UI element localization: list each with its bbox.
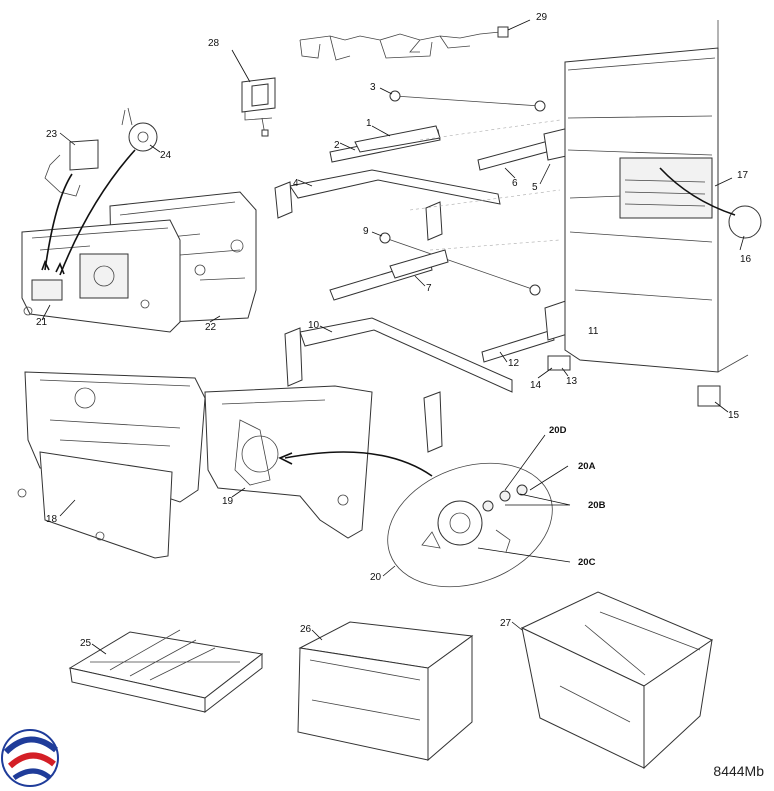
guide-lines — [409, 119, 561, 251]
arrow-head-1 — [41, 260, 50, 271]
label-23: 23 — [46, 129, 58, 140]
part-20-fan-motor-assembly — [382, 434, 571, 588]
label-6: 6 — [512, 178, 518, 189]
label-3: 3 — [370, 82, 376, 93]
arrow-20-to-19 — [284, 451, 433, 477]
part-9-rod-lower — [371, 231, 541, 296]
label-9: 9 — [363, 226, 369, 237]
label-20A: 20A — [578, 461, 596, 472]
part-29-wire-harness — [299, 19, 531, 61]
label-5: 5 — [532, 182, 538, 193]
label-11: 11 — [588, 326, 599, 337]
part-13-14-clip — [537, 355, 571, 379]
part-4-shelf-upper — [274, 169, 501, 241]
label-13: 13 — [566, 376, 578, 387]
label-22: 22 — [205, 322, 217, 333]
label-14: 14 — [530, 380, 542, 391]
label-20C: 20C — [578, 557, 596, 568]
label-21: 21 — [36, 317, 48, 328]
arrow-head-2 — [55, 262, 65, 275]
part-7-rail-lower — [329, 249, 449, 301]
label-7: 7 — [426, 283, 432, 294]
label-18: 18 — [46, 514, 58, 525]
arrow-23-to-21 — [44, 173, 73, 271]
label-29: 29 — [536, 12, 548, 23]
label-16: 16 — [740, 254, 752, 265]
part-28-bracket — [231, 49, 276, 137]
part-10-shelf-lower — [284, 317, 513, 453]
part-26-drawer — [297, 621, 474, 762]
diagram-code: 8444Mb — [713, 763, 764, 779]
part-27-drawer-large — [511, 591, 714, 770]
label-2: 2 — [334, 140, 340, 151]
label-10: 10 — [308, 320, 320, 331]
refrigerator-cabinet — [564, 20, 762, 413]
label-20: 20 — [370, 572, 382, 583]
part-1-2-rails-upper — [329, 125, 441, 163]
label-17: 17 — [737, 170, 749, 181]
label-27: 27 — [500, 618, 512, 629]
label-20B: 20B — [588, 500, 606, 511]
label-20D: 20D — [549, 425, 567, 436]
brand-swirl-logo-icon — [1, 729, 59, 787]
label-25: 25 — [80, 638, 92, 649]
label-19: 19 — [222, 496, 234, 507]
label-26: 26 — [300, 624, 312, 635]
label-28: 28 — [208, 38, 220, 49]
label-24: 24 — [160, 150, 172, 161]
arrow-16 — [659, 167, 736, 216]
part-3-rod-upper — [379, 87, 546, 112]
label-15: 15 — [728, 410, 740, 421]
label-12: 12 — [508, 358, 520, 369]
part-25-crisper-tray — [68, 629, 264, 714]
part-21-fan-cover — [21, 219, 181, 333]
arrow-head-3 — [278, 452, 293, 465]
label-1: 1 — [366, 118, 372, 129]
part-23-24-fan-assembly — [44, 107, 161, 197]
part-18-lower-panel — [17, 371, 206, 559]
arrow-24-to-21 — [59, 149, 136, 276]
label-4: 4 — [293, 178, 299, 189]
